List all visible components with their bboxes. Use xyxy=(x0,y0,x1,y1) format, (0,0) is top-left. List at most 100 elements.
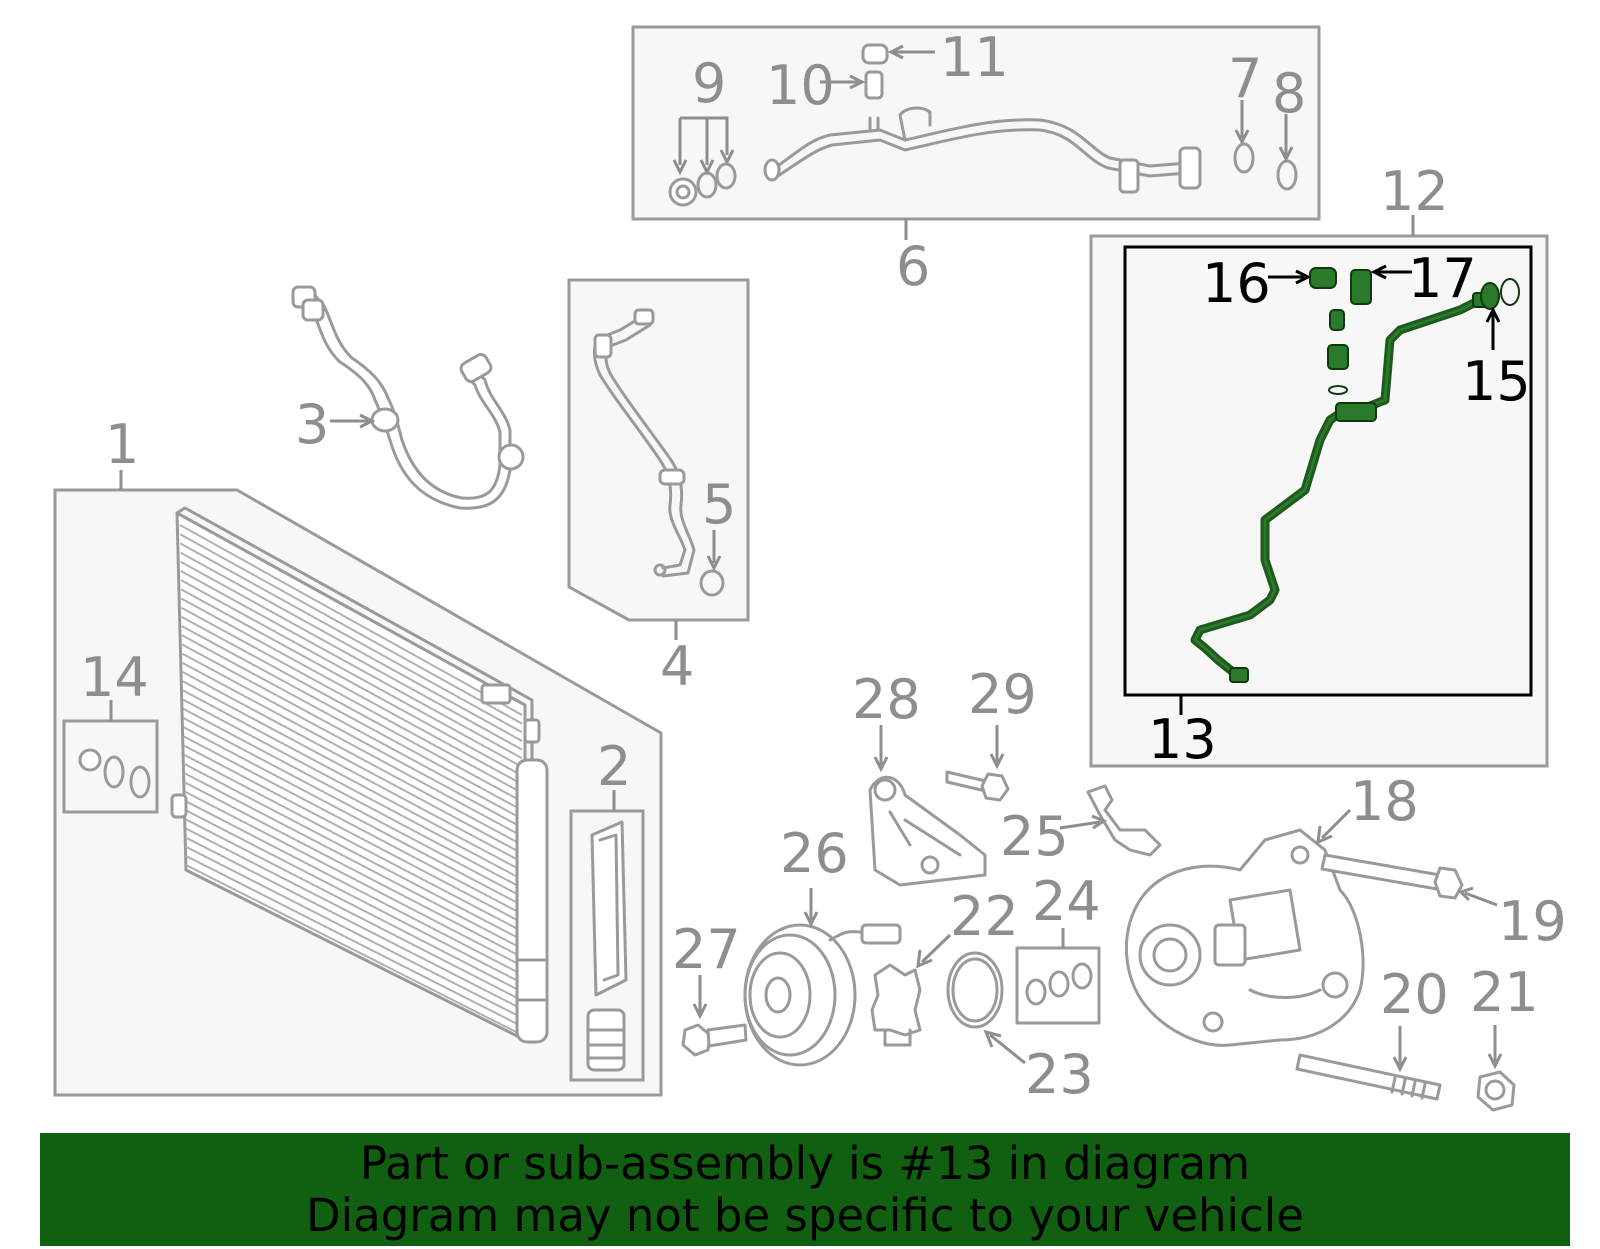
condenser-fin xyxy=(181,634,523,820)
callout-22: 22 xyxy=(950,885,1019,948)
callout-24: 24 xyxy=(1032,870,1101,933)
callout-27: 27 xyxy=(672,918,741,981)
condenser-fin xyxy=(183,735,523,915)
condenser-fin xyxy=(184,818,523,993)
callout-12: 12 xyxy=(1380,160,1449,223)
condenser-fin xyxy=(181,661,523,846)
callout-18: 18 xyxy=(1350,770,1419,833)
group-13-box xyxy=(1123,245,1533,697)
clutch-part-26 xyxy=(743,888,902,1067)
pressure-line-part-13 xyxy=(1190,292,1488,683)
callout-14: 14 xyxy=(80,646,149,709)
callout-25: 25 xyxy=(1000,805,1069,868)
condenser-fin xyxy=(182,671,523,855)
snap-ring-part-23 xyxy=(946,951,1026,1065)
desiccant-part-2 xyxy=(586,820,628,1072)
condenser-fin xyxy=(181,616,523,803)
condenser-fin xyxy=(183,753,523,933)
condenser-fin xyxy=(180,579,523,768)
callout-8: 8 xyxy=(1272,62,1306,125)
callout-21: 21 xyxy=(1470,961,1539,1024)
shim-part-22 xyxy=(870,933,952,1047)
banner-line-2: Diagram may not be specific to your vehi… xyxy=(306,1188,1304,1242)
part-7-8-orings xyxy=(1233,100,1298,191)
callout-13: 13 xyxy=(1148,708,1217,771)
condenser-fin xyxy=(180,597,523,786)
callout-6: 6 xyxy=(896,235,930,298)
callout-17: 17 xyxy=(1408,247,1477,310)
group-6-box xyxy=(631,25,1321,221)
liquid-line-part-6 xyxy=(763,106,1202,194)
callout-23: 23 xyxy=(1025,1043,1094,1106)
callout-4: 4 xyxy=(660,635,694,698)
callout-5: 5 xyxy=(702,473,736,536)
condenser-fin xyxy=(183,744,523,924)
condenser-fin xyxy=(180,551,523,742)
condenser-fin xyxy=(181,652,523,837)
condenser-fin xyxy=(180,588,523,777)
bolt-part-19 xyxy=(1320,853,1498,907)
callout-9: 9 xyxy=(692,52,726,115)
bracket-part-28 xyxy=(868,725,987,887)
callout-20: 20 xyxy=(1380,963,1449,1026)
condenser-fin xyxy=(184,781,523,959)
callout-1: 1 xyxy=(105,413,139,476)
callout-28: 28 xyxy=(852,668,921,731)
group-4-box xyxy=(567,278,750,622)
part-16-cap xyxy=(1268,267,1337,289)
part-24-orings xyxy=(1025,962,1093,1006)
condenser-fin xyxy=(185,854,523,1028)
condenser-fin xyxy=(179,524,523,716)
condenser-part-1 xyxy=(170,506,549,1044)
condenser-fin xyxy=(179,533,523,725)
callout-7: 7 xyxy=(1228,47,1262,110)
part-10-valve xyxy=(820,70,884,100)
condenser-fin xyxy=(183,772,523,950)
callout-26: 26 xyxy=(780,822,849,885)
callout-10: 10 xyxy=(766,54,835,117)
condenser-fin xyxy=(184,790,523,967)
callout-3: 3 xyxy=(295,393,329,456)
condenser-fin xyxy=(185,836,523,1010)
bolt-part-29 xyxy=(945,725,1010,802)
part-9-fittings xyxy=(668,116,737,207)
condenser-fin xyxy=(182,717,523,898)
condenser-fin xyxy=(180,570,523,760)
condenser-fin xyxy=(182,698,523,881)
part-11-cap xyxy=(861,43,935,65)
condenser-fin xyxy=(184,799,523,976)
part-17-valve xyxy=(1350,264,1412,305)
callout-29: 29 xyxy=(968,663,1037,726)
banner-line-1: Part or sub-assembly is #13 in diagram xyxy=(359,1136,1251,1190)
condenser-fin xyxy=(184,827,523,1002)
part-14-fittings xyxy=(78,748,151,799)
callout-11: 11 xyxy=(940,26,1009,89)
condenser-fin xyxy=(183,763,523,941)
condenser-fin xyxy=(185,864,523,1036)
condenser-fin xyxy=(180,606,523,794)
bolt-part-27 xyxy=(681,975,748,1057)
condenser-fin xyxy=(181,625,523,812)
bracket-part-25 xyxy=(1059,784,1162,857)
callout-19: 19 xyxy=(1498,890,1567,953)
nut-part-21 xyxy=(1476,1025,1516,1112)
part-5-oring xyxy=(699,530,725,597)
callout-15: 15 xyxy=(1462,350,1531,413)
condenser-fin xyxy=(182,680,523,863)
condenser-fin xyxy=(183,726,523,907)
stud-part-20 xyxy=(1295,1026,1442,1101)
condenser-fin xyxy=(185,845,523,1019)
hose-part-3 xyxy=(291,285,525,510)
condenser-fin xyxy=(179,542,523,734)
hose-part-4 xyxy=(592,308,696,578)
condenser-fin xyxy=(182,689,523,872)
condenser-fin xyxy=(184,808,523,984)
condenser-fin xyxy=(181,643,523,829)
callout-16: 16 xyxy=(1202,252,1271,315)
callout-2: 2 xyxy=(597,735,631,798)
condenser-fin xyxy=(180,560,523,751)
part-15-orings xyxy=(1480,278,1520,350)
condenser-fin xyxy=(182,707,523,889)
compressor-part-18 xyxy=(1124,808,1365,1047)
